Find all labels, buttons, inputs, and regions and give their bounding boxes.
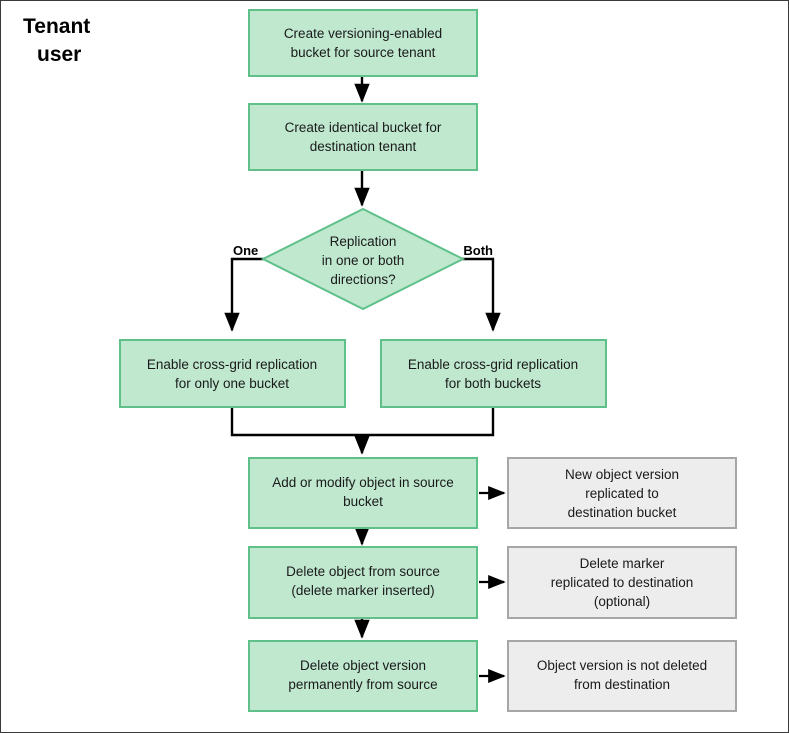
node-new-object-version[interactable]: New object version replicated to destina… [507, 457, 737, 529]
node-add-modify-object-line-1: Add or modify object in source [272, 475, 454, 490]
node-add-modify-object-line-2: bucket [343, 494, 383, 509]
connector-decision-both-branch [457, 257, 501, 332]
node-new-object-version-line-2: replicated to [585, 486, 659, 501]
node-enable-both-buckets[interactable]: Enable cross-grid replication for both b… [380, 339, 607, 408]
node-new-object-version-line-3: destination bucket [568, 505, 677, 520]
node-delete-object-version-line-1: Delete object version [300, 658, 426, 673]
node-delete-object[interactable]: Delete object from source (delete marker… [248, 546, 478, 619]
node-enable-one-bucket[interactable]: Enable cross-grid replication for only o… [119, 339, 346, 408]
node-version-not-deleted-shape[interactable] [507, 640, 737, 712]
node-create-destination-bucket[interactable]: Create identical bucket for destination … [248, 103, 478, 171]
node-replication-decision[interactable]: Replication in one or both directions? [260, 207, 466, 311]
node-delete-object-version[interactable]: Delete object version permanently from s… [248, 640, 478, 712]
title-line-1: Tenant [23, 15, 90, 38]
node-create-source-bucket[interactable]: Create versioning-enabled bucket for sou… [248, 9, 478, 77]
title-line-2: user [37, 43, 81, 66]
node-replication-decision-shape[interactable] [260, 207, 466, 311]
node-replication-decision-line-1: Replication [330, 234, 397, 249]
edge-label-one: One [233, 243, 258, 258]
node-delete-object-version-shape[interactable] [248, 640, 478, 712]
node-add-modify-object-shape[interactable] [248, 457, 478, 529]
node-enable-one-bucket-line-1: Enable cross-grid replication [147, 357, 317, 372]
node-delete-object-line-1: Delete object from source [286, 564, 440, 579]
node-delete-marker-line-1: Delete marker [580, 556, 665, 571]
node-new-object-version-line-1: New object version [565, 467, 679, 482]
node-delete-marker-shape[interactable] [507, 546, 737, 619]
node-create-source-bucket-line-1: Create versioning-enabled [284, 26, 442, 41]
node-create-source-bucket-line-2: bucket for source tenant [291, 45, 436, 60]
node-delete-object-line-2: (delete marker inserted) [291, 583, 434, 598]
diagram-title: Tenant user [23, 15, 90, 66]
node-delete-object-shape[interactable] [248, 546, 478, 619]
node-replication-decision-line-3: directions? [330, 272, 395, 287]
node-enable-one-bucket-line-2: for only one bucket [175, 376, 289, 391]
node-version-not-deleted-line-1: Object version is not deleted [537, 658, 707, 673]
node-replication-decision-line-2: in one or both [322, 253, 405, 268]
node-version-not-deleted-line-2: from destination [574, 677, 670, 692]
connector-decision-one-branch [224, 257, 269, 332]
node-enable-both-buckets-shape[interactable] [380, 339, 607, 408]
node-version-not-deleted[interactable]: Object version is not deleted from desti… [507, 640, 737, 712]
node-enable-both-buckets-line-1: Enable cross-grid replication [408, 357, 578, 372]
node-enable-both-buckets-line-2: for both buckets [445, 376, 541, 391]
node-delete-object-version-line-2: permanently from source [288, 677, 437, 692]
node-delete-marker[interactable]: Delete marker replicated to destination … [507, 546, 737, 619]
node-create-source-bucket-shape[interactable] [248, 9, 478, 77]
node-create-destination-bucket-shape[interactable] [248, 103, 478, 171]
connectors [224, 76, 506, 684]
node-add-modify-object[interactable]: Add or modify object in source bucket [248, 457, 478, 529]
node-new-object-version-shape[interactable] [507, 457, 737, 529]
node-create-destination-bucket-line-2: destination tenant [310, 139, 417, 154]
edge-label-both: Both [463, 243, 493, 258]
node-create-destination-bucket-line-1: Create identical bucket for [285, 120, 442, 135]
connector-branch-merge [230, 407, 495, 437]
node-delete-marker-line-2: replicated to destination [551, 575, 694, 590]
node-delete-marker-line-3: (optional) [594, 594, 650, 609]
node-enable-one-bucket-shape[interactable] [119, 339, 346, 408]
